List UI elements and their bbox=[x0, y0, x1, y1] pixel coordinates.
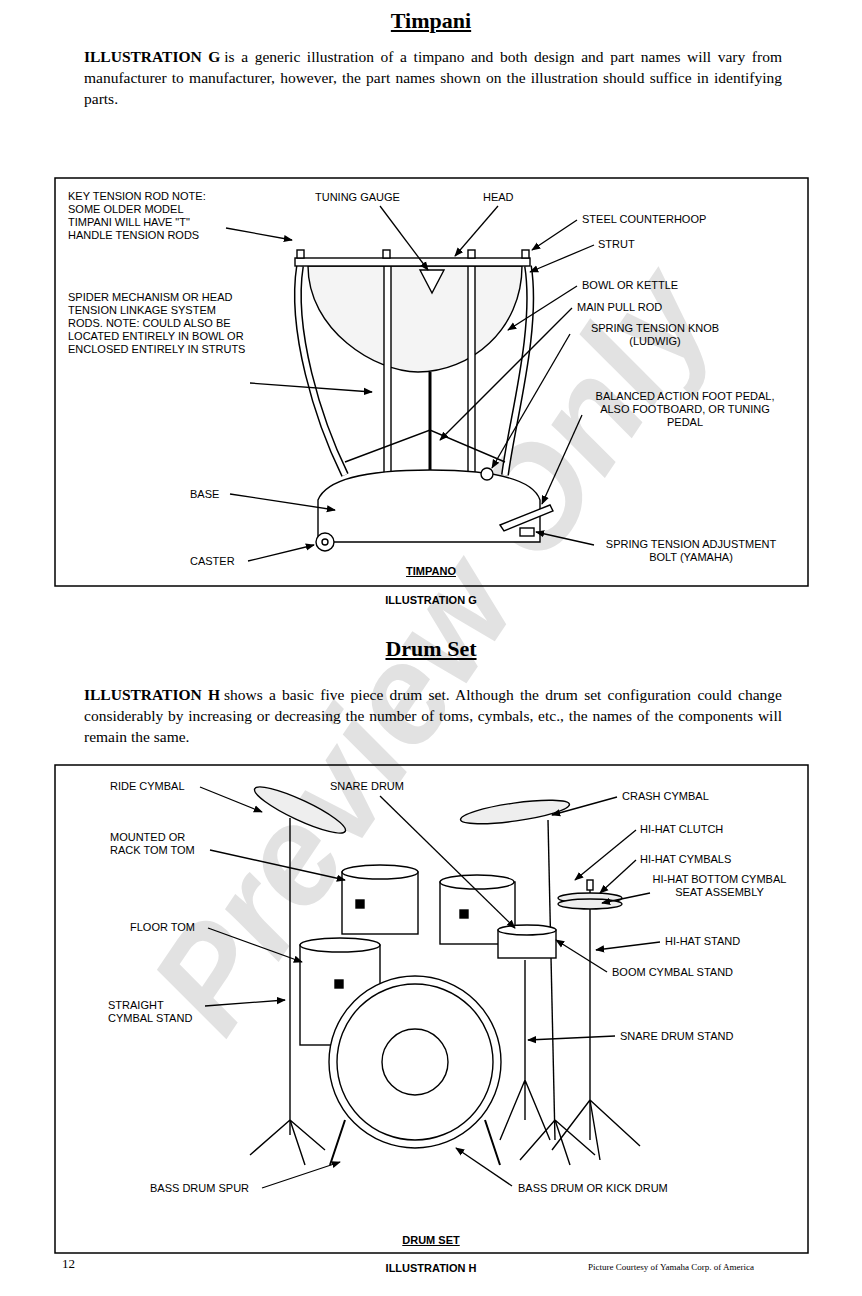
part-label: KEY TENSION ROD NOTE: SOME OLDER MODEL T… bbox=[68, 190, 220, 242]
part-label: BOWL OR KETTLE bbox=[582, 279, 678, 292]
section-heading: Drum Set bbox=[0, 636, 862, 662]
part-label: BALANCED ACTION FOOT PEDAL, ALSO FOOTBOA… bbox=[585, 390, 785, 429]
part-label: HI-HAT STAND bbox=[665, 935, 740, 948]
part-label: SPIDER MECHANISM OR HEAD TENSION LINKAGE… bbox=[68, 291, 246, 356]
illustration-caption: ILLUSTRATION H bbox=[331, 1262, 531, 1274]
illustration-ref: ILLUSTRATION H bbox=[84, 686, 220, 703]
page-number: 12 bbox=[62, 1256, 75, 1272]
part-label: HI-HAT CLUTCH bbox=[640, 823, 723, 836]
part-label: HI-HAT CYMBALS bbox=[640, 853, 731, 866]
paragraph: ILLUSTRATION Hshows a basic five piece d… bbox=[84, 684, 782, 747]
part-label: CASTER bbox=[190, 555, 235, 568]
part-label: TUNING GAUGE bbox=[315, 191, 400, 204]
part-label: HI-HAT BOTTOM CYMBAL SEAT ASSEMBLY bbox=[652, 873, 787, 899]
frame-g bbox=[55, 178, 808, 586]
part-label: STRUT bbox=[598, 238, 635, 251]
part-label: SNARE DRUM bbox=[330, 780, 404, 793]
part-label: STRAIGHT CYMBAL STAND bbox=[108, 999, 208, 1025]
drum-set-drawing bbox=[250, 780, 640, 1165]
part-label: SPRING TENSION KNOB (LUDWIG) bbox=[570, 322, 740, 348]
page-heading: Timpani bbox=[0, 8, 862, 34]
part-label: RIDE CYMBAL bbox=[110, 780, 185, 793]
frame-h bbox=[55, 765, 808, 1253]
timpano-drawing bbox=[295, 250, 553, 551]
credit-line: Picture Courtesy of Yamaha Corp. of Amer… bbox=[588, 1262, 754, 1272]
part-label: BASE bbox=[190, 488, 219, 501]
illustration-ref: ILLUSTRATION G bbox=[84, 48, 220, 65]
part-label: MOUNTED OR RACK TOM TOM bbox=[110, 831, 210, 857]
part-label: SPRING TENSION ADJUSTMENT BOLT (YAMAHA) bbox=[596, 538, 786, 564]
paragraph: ILLUSTRATION Gis a generic illustration … bbox=[84, 46, 782, 109]
part-label: MAIN PULL ROD bbox=[577, 301, 662, 314]
part-label: SNARE DRUM STAND bbox=[620, 1030, 733, 1043]
figure-caption: TIMPANO bbox=[331, 565, 531, 577]
part-label: HEAD bbox=[483, 191, 514, 204]
part-label: CRASH CYMBAL bbox=[622, 790, 709, 803]
part-label: BASS DRUM OR KICK DRUM bbox=[518, 1182, 668, 1195]
figure-caption: DRUM SET bbox=[331, 1234, 531, 1246]
illustration-caption: ILLUSTRATION G bbox=[331, 594, 531, 606]
part-label: BASS DRUM SPUR bbox=[150, 1182, 249, 1195]
part-label: FLOOR TOM bbox=[130, 921, 195, 934]
part-label: BOOM CYMBAL STAND bbox=[612, 966, 733, 979]
part-label: STEEL COUNTERHOOP bbox=[582, 213, 706, 226]
